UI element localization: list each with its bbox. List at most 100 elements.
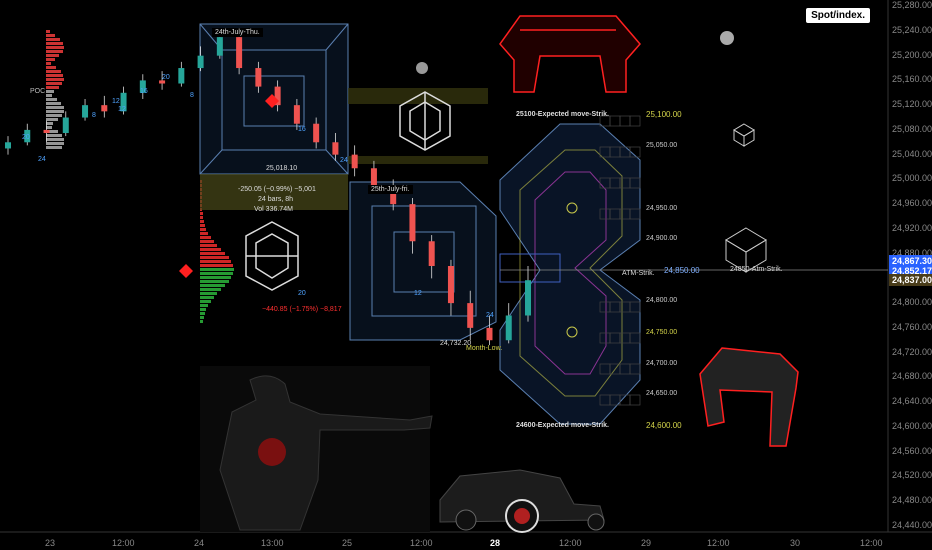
bar-count-label: 8 [190, 92, 194, 99]
profile-bar [200, 256, 229, 259]
grid-cell [629, 301, 641, 313]
profile-bar [200, 300, 211, 303]
profile-bar [200, 296, 214, 299]
candle-body [82, 105, 89, 118]
profile-bar [46, 34, 55, 37]
hex-logo-1 [399, 91, 451, 151]
bar-count-label: 8 [92, 112, 96, 119]
upper-strike-label: 25100-Expected move-Strik. [516, 111, 609, 118]
candle-body [486, 327, 493, 341]
candle-body [120, 92, 127, 112]
profile-bar [46, 46, 64, 49]
level-24850: 24,850.00 [664, 266, 700, 275]
range-box-1 [200, 174, 348, 210]
price-box-value: 25,018.10 [266, 165, 298, 172]
candle-body [178, 68, 185, 84]
spot-index-badge[interactable]: Spot/index. [806, 8, 870, 23]
price-tick-label: 24,760.00 [892, 321, 932, 332]
bar-count-label: 20 [298, 290, 306, 297]
price-tick-label: 25,080.00 [892, 123, 932, 134]
profile-bar [46, 66, 56, 69]
price-tick-label: 25,200.00 [892, 49, 932, 60]
level-24900: 24,900.00 [646, 235, 678, 242]
candle-body [24, 129, 31, 143]
candle-body [159, 80, 166, 84]
time-tick-label: 12:00 [410, 538, 433, 548]
poc-label: POC [30, 88, 46, 95]
candle-body [505, 315, 512, 341]
cube-icon-2 [725, 227, 767, 273]
candle-body [197, 55, 204, 69]
bar-count-label: 12 [414, 290, 422, 297]
cube-box-25th [349, 181, 497, 341]
neon-gate-bottom [699, 347, 799, 447]
profile-bar [46, 134, 62, 137]
price-tick-label: 25,040.00 [892, 148, 932, 159]
bar-count-label: 24 [38, 156, 46, 163]
moon-icon-1 [416, 62, 428, 74]
price-tick-label: 24,680.00 [892, 371, 932, 382]
moon-icon-2 [720, 31, 734, 45]
price-tick-label: 24,960.00 [892, 198, 932, 209]
candle-body [525, 280, 531, 316]
price-tag: 24,852.17 [889, 264, 932, 277]
time-tick-label: 12:00 [707, 538, 730, 548]
candle-body [274, 86, 281, 106]
profile-bar [200, 284, 225, 287]
candle-body [101, 105, 108, 112]
red-marker-icon-1 [265, 94, 279, 108]
profile-bar [200, 264, 233, 267]
red-marker-icon-2 [179, 264, 193, 278]
candle-body [390, 185, 397, 205]
candle-body [43, 129, 50, 133]
profile-bar [200, 212, 203, 215]
profile-bar [46, 110, 64, 113]
cube-icon-1 [733, 123, 755, 147]
level-24800: 24,800.00 [646, 297, 678, 304]
candle-body [313, 123, 320, 143]
price-tick-label: 24,720.00 [892, 346, 932, 357]
price-tick-label: 24,440.00 [892, 519, 932, 530]
time-tick-label: 28 [490, 538, 501, 548]
profile-bar [200, 276, 231, 279]
profile-bar [200, 232, 208, 235]
candle-body [139, 80, 146, 93]
bar-count-label: 20 [162, 74, 170, 81]
profile-bar [46, 82, 62, 85]
candle-body [351, 154, 358, 169]
profile-bar [46, 102, 61, 105]
candle-body [5, 142, 11, 149]
day-label-25th: 25th-July-fri. [368, 185, 413, 194]
atm-right-label: 24850-Atm-Strik. [730, 266, 783, 273]
price-tick-label: 25,000.00 [892, 173, 932, 184]
profile-bar [200, 292, 217, 295]
neon-gate-top [499, 15, 641, 93]
candle-body [467, 303, 474, 328]
profile-bar [200, 280, 229, 283]
profile-bar [200, 224, 205, 227]
grid-cell [629, 177, 641, 189]
profile-bar [200, 216, 203, 219]
candlestick-series [5, 30, 531, 346]
profile-bar [46, 118, 58, 121]
profile-bar [200, 236, 211, 239]
level-24600: 24,600.00 [646, 421, 682, 430]
price-tick-label: 24,640.00 [892, 396, 932, 407]
profile-bar [200, 308, 206, 311]
price-tag: 24,837.00 [889, 274, 932, 287]
price-tick-label: 24,480.00 [892, 495, 932, 506]
candle-body [216, 37, 223, 56]
time-tick-label: 23 [45, 538, 56, 548]
price-tick-label: 24,880.00 [892, 247, 932, 258]
profile-bar [200, 248, 221, 251]
price-tick-label: 24,520.00 [892, 470, 932, 481]
lower-strike-label: 24600-Expected move-Strik. [516, 422, 609, 429]
grid-cell [629, 146, 641, 158]
price-box-change: -250.05 (−0.99%) −5,001 [238, 186, 316, 193]
candle-body [332, 142, 339, 155]
hot-rod-car [439, 469, 605, 533]
profile-bar [46, 146, 62, 149]
price-change-label: −440.85 (−1.75%) −8,817 [262, 306, 342, 313]
bar-count-label: 20 [22, 134, 30, 141]
